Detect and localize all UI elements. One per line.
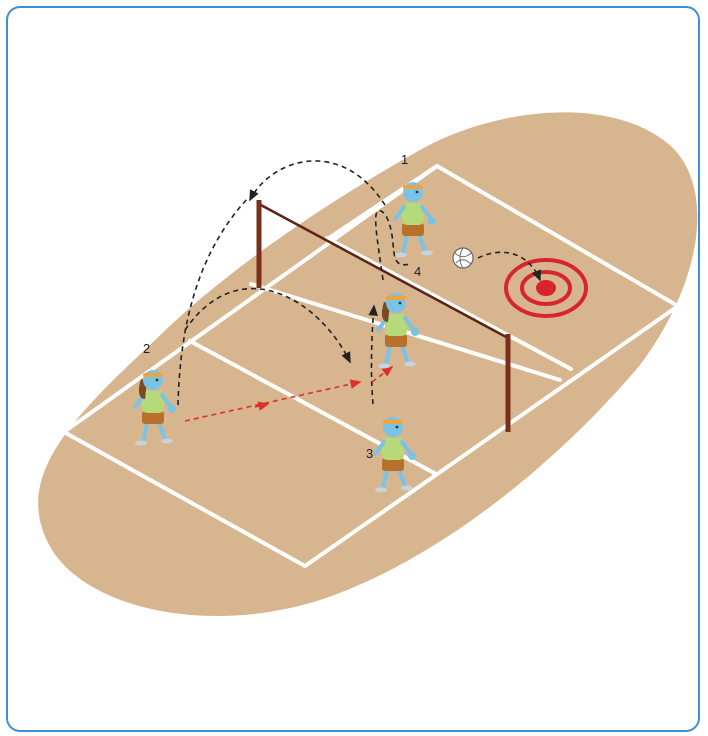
player-hand — [168, 405, 176, 413]
player-hand — [408, 452, 416, 460]
player-headband — [403, 185, 423, 189]
player-shoe — [395, 253, 407, 258]
player-shoe — [135, 441, 147, 446]
player-shoe — [404, 362, 416, 367]
player-eye — [156, 379, 159, 382]
volleyball-icon — [453, 248, 473, 268]
player-number-label: 4 — [414, 264, 421, 279]
player-eye — [399, 302, 402, 305]
sand-ground — [38, 112, 697, 616]
player-number-label: 2 — [143, 341, 150, 356]
player-headband — [143, 373, 163, 377]
player-shoe — [378, 364, 390, 369]
player-number-label: 3 — [366, 446, 373, 461]
player-shoe — [401, 486, 413, 491]
player-headband — [386, 296, 406, 300]
player-shoe — [161, 439, 173, 444]
player-shoe — [375, 488, 387, 493]
player-headband — [383, 420, 403, 424]
player-hand — [428, 217, 436, 225]
player-eye — [396, 426, 399, 429]
player-hand — [411, 328, 419, 336]
player-eye — [416, 191, 419, 194]
player-number-label: 1 — [401, 152, 408, 167]
player-shoe — [421, 251, 433, 256]
